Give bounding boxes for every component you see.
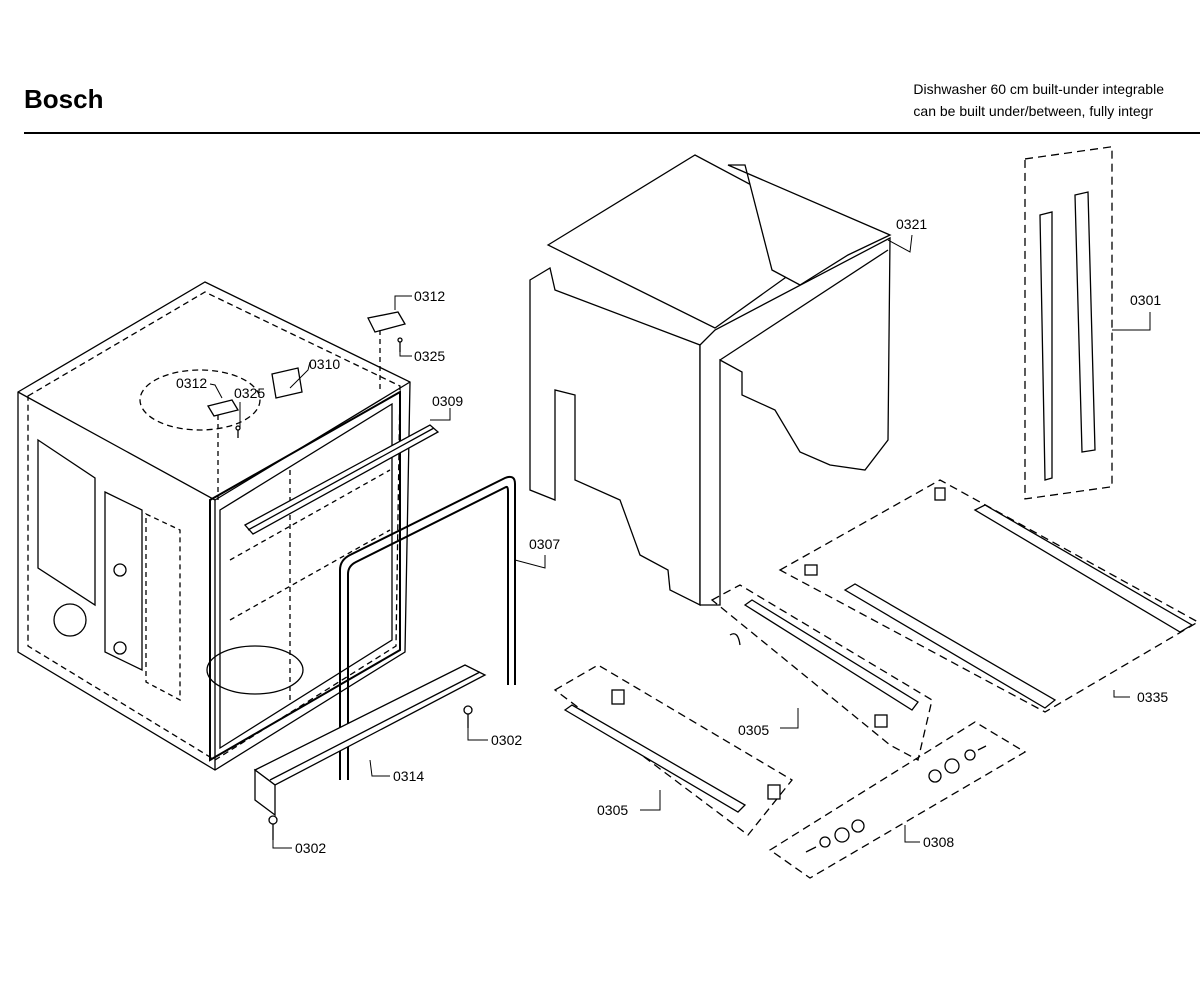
rail-drawings-0305-lower <box>563 689 781 813</box>
wheel-kit-outline <box>768 721 1027 879</box>
top-seal-strip-drawing <box>243 424 440 535</box>
description-line-2: can be built under/between, fully integr <box>913 103 1154 119</box>
part-label-0321: 0321 <box>896 216 927 232</box>
insulation-cover-drawing <box>529 154 892 607</box>
part-label-0307: 0307 <box>529 536 560 552</box>
part-label-0325-left: 0325 <box>234 385 265 401</box>
part-label-0310: 0310 <box>309 356 340 372</box>
part-label-0309: 0309 <box>432 393 463 409</box>
tub-frame-drawing <box>17 281 411 771</box>
rail-drawings-0335 <box>804 487 1194 709</box>
rail-kit-outline-0335 <box>778 479 1200 713</box>
wheel-kit-drawings <box>805 745 987 853</box>
rail-kit-outline-0305-lower <box>553 664 793 836</box>
part-label-0314: 0314 <box>393 768 424 784</box>
part-label-0325-top: 0325 <box>414 348 445 364</box>
bracket-drawings <box>206 311 406 500</box>
part-label-0312-top: 0312 <box>414 288 445 304</box>
side-rail-drawings <box>1039 191 1096 481</box>
bottom-trim-drawing <box>253 664 487 817</box>
header-divider <box>24 132 1200 134</box>
screw-drawings <box>235 337 473 840</box>
part-label-0312-left: 0312 <box>176 375 207 391</box>
part-label-0301: 0301 <box>1130 292 1161 308</box>
part-label-0302-right: 0302 <box>491 732 522 748</box>
rail-kit-outline-0305-upper <box>710 584 933 761</box>
part-label-0308: 0308 <box>923 834 954 850</box>
diagram-description: Dishwasher 60 cm built-under integrable … <box>913 78 1164 122</box>
door-gasket-drawing <box>339 475 516 780</box>
part-label-0305-lower: 0305 <box>597 802 628 818</box>
description-line-1: Dishwasher 60 cm built-under integrable <box>913 81 1164 97</box>
rail-drawings-0305-upper <box>729 599 919 728</box>
part-label-0305-upper: 0305 <box>738 722 769 738</box>
leader-lines <box>209 234 1151 849</box>
part-label-0302-bottom: 0302 <box>295 840 326 856</box>
brand-title: Bosch <box>24 84 104 114</box>
part-label-0335: 0335 <box>1137 689 1168 705</box>
side-rail-group-outline <box>1024 145 1113 500</box>
